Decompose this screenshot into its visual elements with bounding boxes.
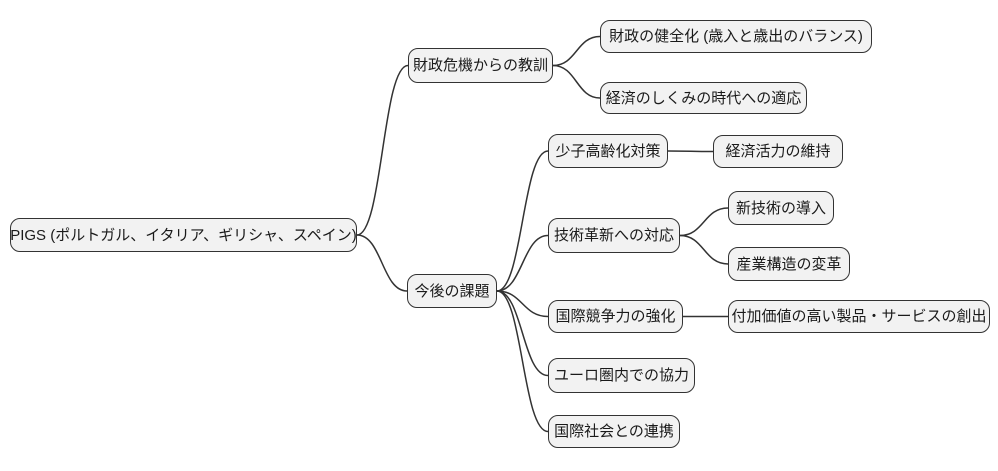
edge-gijutsu-shingijutsu [679, 207, 729, 237]
node-label-root: PIGS (ポルトガル、イタリア、ギリシャ、スペイン) [10, 226, 357, 244]
node-label-katsuryoku: 経済活力の維持 [725, 143, 831, 160]
node-kyokun: 財政危機からの教訓 [408, 48, 553, 83]
node-label-shingijutsu: 新技術の導入 [735, 199, 826, 217]
node-katsuryoku: 経済活力の維持 [713, 135, 843, 168]
node-label-kyosoryoku: 国際競争力の強化 [555, 308, 676, 325]
node-label-shikumi: 経済のしくみの時代への適応 [605, 89, 802, 107]
node-kyosoryoku: 国際競争力の強化 [548, 300, 683, 333]
node-kenzenka: 財政の健全化 (歳入と歳出のバランス) [600, 20, 872, 53]
node-label-gijutsu: 技術革新への対応 [553, 227, 674, 244]
node-sangyo: 産業構造の変革 [728, 247, 850, 281]
node-label-sangyo: 産業構造の変革 [736, 255, 842, 273]
edge-kyokun-kenzenka [552, 35, 601, 67]
node-euro: ユーロ圏内での協力 [548, 358, 695, 393]
edge-root-kadai [356, 234, 408, 292]
node-label-kokusai: 国際社会との連携 [554, 423, 674, 440]
edge-shoshi-katsuryoku [667, 150, 714, 153]
node-label-kenzenka: 財政の健全化 (歳入と歳出のバランス) [609, 28, 863, 45]
edge-kadai-euro [496, 290, 549, 377]
node-label-fukakachi: 付加価値の高い製品・サービスの創出 [731, 308, 987, 325]
node-label-kadai: 今後の課題 [414, 282, 490, 300]
node-label-shoshi: 少子高齢化対策 [555, 142, 661, 160]
node-label-kyokun: 財政危機からの教訓 [412, 57, 548, 74]
node-kadai: 今後の課題 [407, 274, 497, 308]
edge-kadai-gijutsu [496, 234, 549, 292]
node-shoshi: 少子高齢化対策 [548, 134, 668, 168]
edge-kadai-shoshi [496, 150, 549, 292]
edge-kyokun-shikumi [552, 64, 601, 99]
edge-kadai-kyosoryoku [496, 290, 549, 318]
node-fukakachi: 付加価値の高い製品・サービスの創出 [728, 300, 990, 333]
node-root: PIGS (ポルトガル、イタリア、ギリシャ、スペイン) [10, 218, 357, 252]
node-gijutsu: 技術革新への対応 [548, 218, 680, 253]
edge-root-kyokun [356, 64, 409, 236]
node-shingijutsu: 新技術の導入 [728, 191, 834, 225]
node-label-euro: ユーロ圏内での協力 [553, 367, 689, 384]
edge-kadai-kokusai [496, 290, 549, 433]
node-kokusai: 国際社会との連携 [548, 415, 680, 448]
edge-gijutsu-sangyo [679, 234, 729, 265]
node-shikumi: 経済のしくみの時代への適応 [600, 82, 807, 114]
